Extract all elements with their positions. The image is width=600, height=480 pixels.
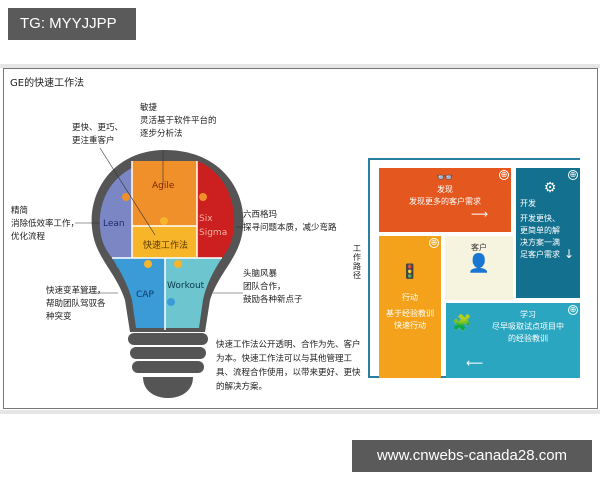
watermark-bottom: www.cnwebs-canada28.com bbox=[352, 440, 592, 472]
piece-lean: Lean bbox=[103, 219, 125, 229]
callout-faster: 更快、更巧、 更注重客户 bbox=[72, 123, 124, 146]
arrow-down-icon: ↓ bbox=[563, 247, 574, 261]
plus-icon[interactable]: ⊕ bbox=[429, 238, 439, 248]
callout-workout: 头脑风暴 团队合作， 鼓励各种新点子 bbox=[243, 269, 303, 305]
divider-bottom bbox=[0, 410, 600, 414]
piece-workout: Workout bbox=[167, 281, 205, 291]
diagram-title: GE的快速工作法 bbox=[10, 78, 85, 89]
block-develop: ⚙ 开发 开发更快、 更简单的解 决方案一满 足客户需求 ↓ ⊕ bbox=[516, 168, 580, 298]
block-act: 🚦 行动 基于经验教训 快速行动 ⊕ bbox=[379, 236, 441, 378]
summary-text: 快速工作法公开透明、合作为先、客户 为本。快速工作法可以与其他管理工 具、流程合… bbox=[216, 340, 361, 392]
callout-lean: 精简 消除低效率工作， 优化流程 bbox=[11, 206, 80, 242]
piece-agile: Agile bbox=[152, 181, 175, 191]
block-customer: 客户 👤 bbox=[445, 236, 513, 300]
customer-icon: 👤 bbox=[467, 253, 491, 274]
piece-core: 快速工作法 bbox=[143, 241, 189, 251]
divider-top bbox=[0, 64, 600, 68]
plus-icon[interactable]: ⊕ bbox=[499, 170, 509, 180]
piece-cap: CAP bbox=[136, 290, 154, 300]
puzzle-icon: 🧩 bbox=[452, 313, 472, 332]
plus-icon[interactable]: ⊕ bbox=[568, 305, 578, 315]
traffic-light-icon: 🚦 bbox=[401, 264, 419, 280]
gears-icon: ⚙ bbox=[543, 180, 557, 196]
work-path-label: 工作路径 bbox=[353, 244, 361, 280]
callout-agile: 敏捷 灵活基于软件平台的 逐步分析法 bbox=[140, 103, 217, 139]
callout-six-sigma: 六西格玛 探寻问题本质，减少弯路 bbox=[243, 210, 337, 233]
piece-six-sigma: Six Sigma bbox=[199, 214, 228, 238]
callout-cap: 快速变革管理， 帮助团队驾驭各 种突变 bbox=[46, 286, 106, 322]
arrow-left-icon: ⟵ bbox=[466, 356, 484, 370]
plus-icon[interactable]: ⊕ bbox=[568, 170, 578, 180]
watermark-top: TG: MYYJJPP bbox=[8, 8, 136, 40]
block-discover: 👓 发现 发现更多的客户需求 ⟶ ⊕ bbox=[379, 168, 511, 232]
arrow-right-icon: ⟶ bbox=[471, 207, 489, 221]
binoculars-icon: 👓 bbox=[436, 170, 454, 186]
block-learn: 🧩 学习 尽早吸取试点项目中 的经验教训 ⟵ ⊕ bbox=[446, 303, 580, 378]
